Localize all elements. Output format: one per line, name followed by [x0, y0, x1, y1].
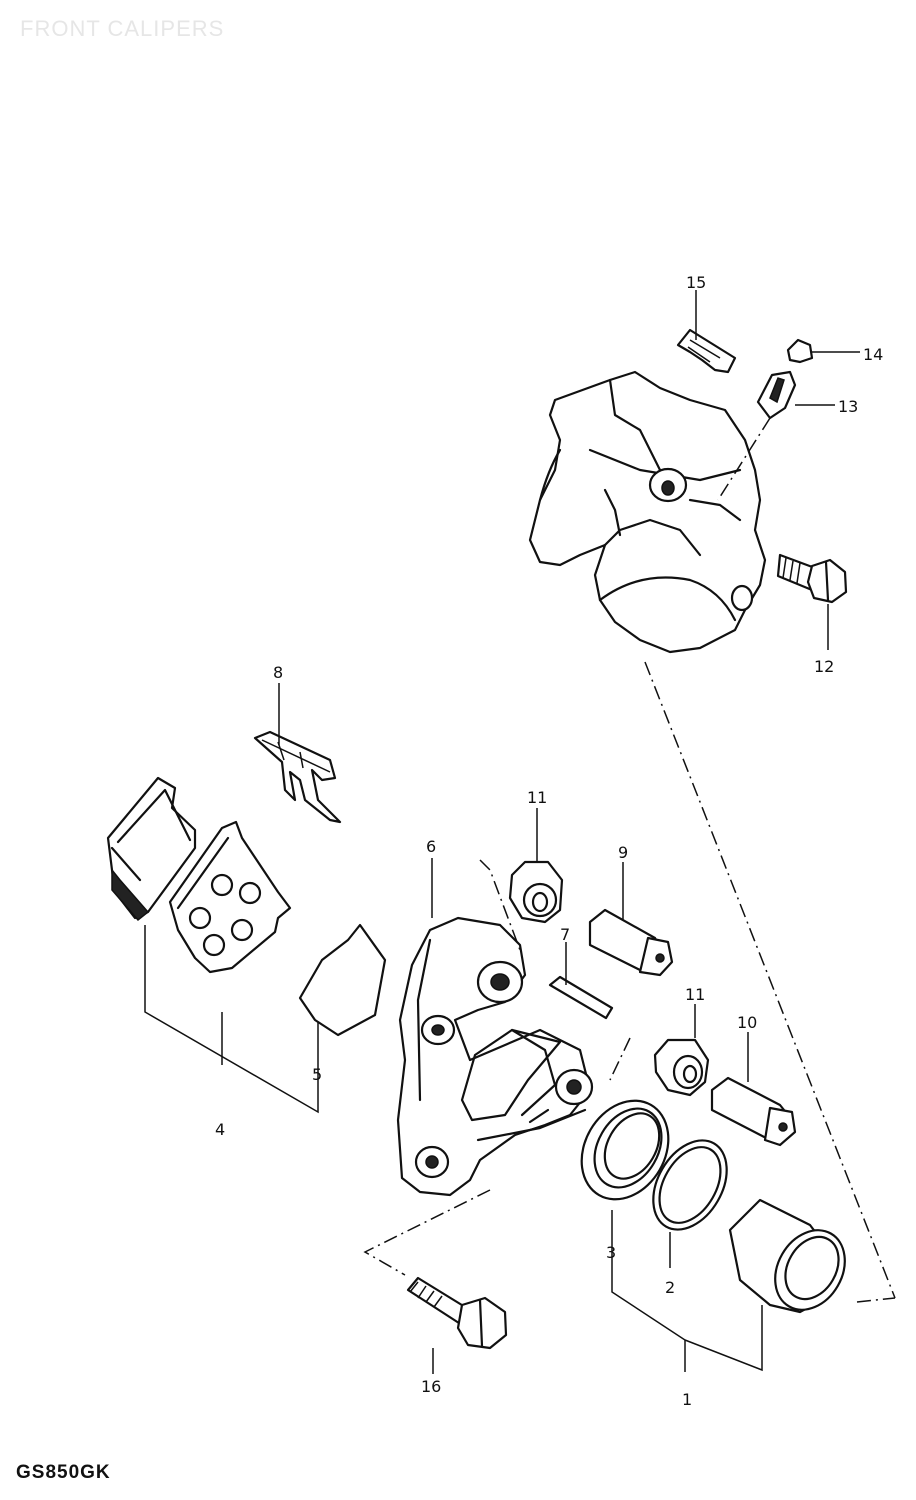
caliper-body — [528, 370, 767, 654]
label-14: 14 — [863, 345, 883, 364]
slide-pin-lower — [710, 1076, 797, 1147]
holder-bolt — [406, 1276, 508, 1350]
label-15: 15 — [686, 273, 706, 292]
pad-spring — [253, 730, 342, 824]
dust-boot-upper — [508, 860, 564, 924]
assembly-lines — [278, 290, 896, 1374]
label-7: 7 — [560, 925, 570, 944]
page-title: FRONT CALIPERS — [20, 16, 225, 41]
label-2: 2 — [665, 1278, 675, 1297]
piston-seal — [652, 1139, 728, 1231]
slide-pin — [588, 908, 674, 977]
brake-pad-inner — [168, 820, 292, 974]
label-11-lower: 11 — [685, 985, 705, 1004]
label-13: 13 — [838, 397, 858, 416]
caliper-mounting-bolt — [776, 553, 848, 604]
label-4: 4 — [215, 1120, 225, 1139]
spring-pin — [548, 975, 614, 1020]
dust-seal — [580, 1099, 670, 1201]
caliper-piston — [728, 1198, 846, 1314]
caliper-holder — [396, 916, 594, 1197]
label-1: 1 — [682, 1390, 692, 1409]
label-6: 6 — [426, 837, 436, 856]
label-10: 10 — [737, 1013, 757, 1032]
bleeder-valve — [717, 370, 797, 501]
label-5: 5 — [312, 1065, 322, 1084]
label-3: 3 — [606, 1243, 616, 1262]
part-labels: 1 2 3 4 5 6 7 8 9 10 11 11 12 13 14 15 1… — [215, 273, 883, 1409]
pad-shim — [298, 923, 387, 1037]
pad-spring-upper — [676, 328, 737, 374]
pad-leader-bracket — [144, 925, 319, 1114]
label-11-upper: 11 — [527, 788, 547, 807]
label-16: 16 — [421, 1377, 441, 1396]
bleeder-cap — [786, 338, 814, 364]
model-code: GS850GK — [16, 1462, 111, 1483]
label-12: 12 — [814, 657, 834, 676]
label-8: 8 — [273, 663, 283, 682]
brake-pad-outer — [106, 776, 197, 922]
label-9: 9 — [618, 843, 628, 862]
dust-boot-lower — [653, 1038, 710, 1097]
